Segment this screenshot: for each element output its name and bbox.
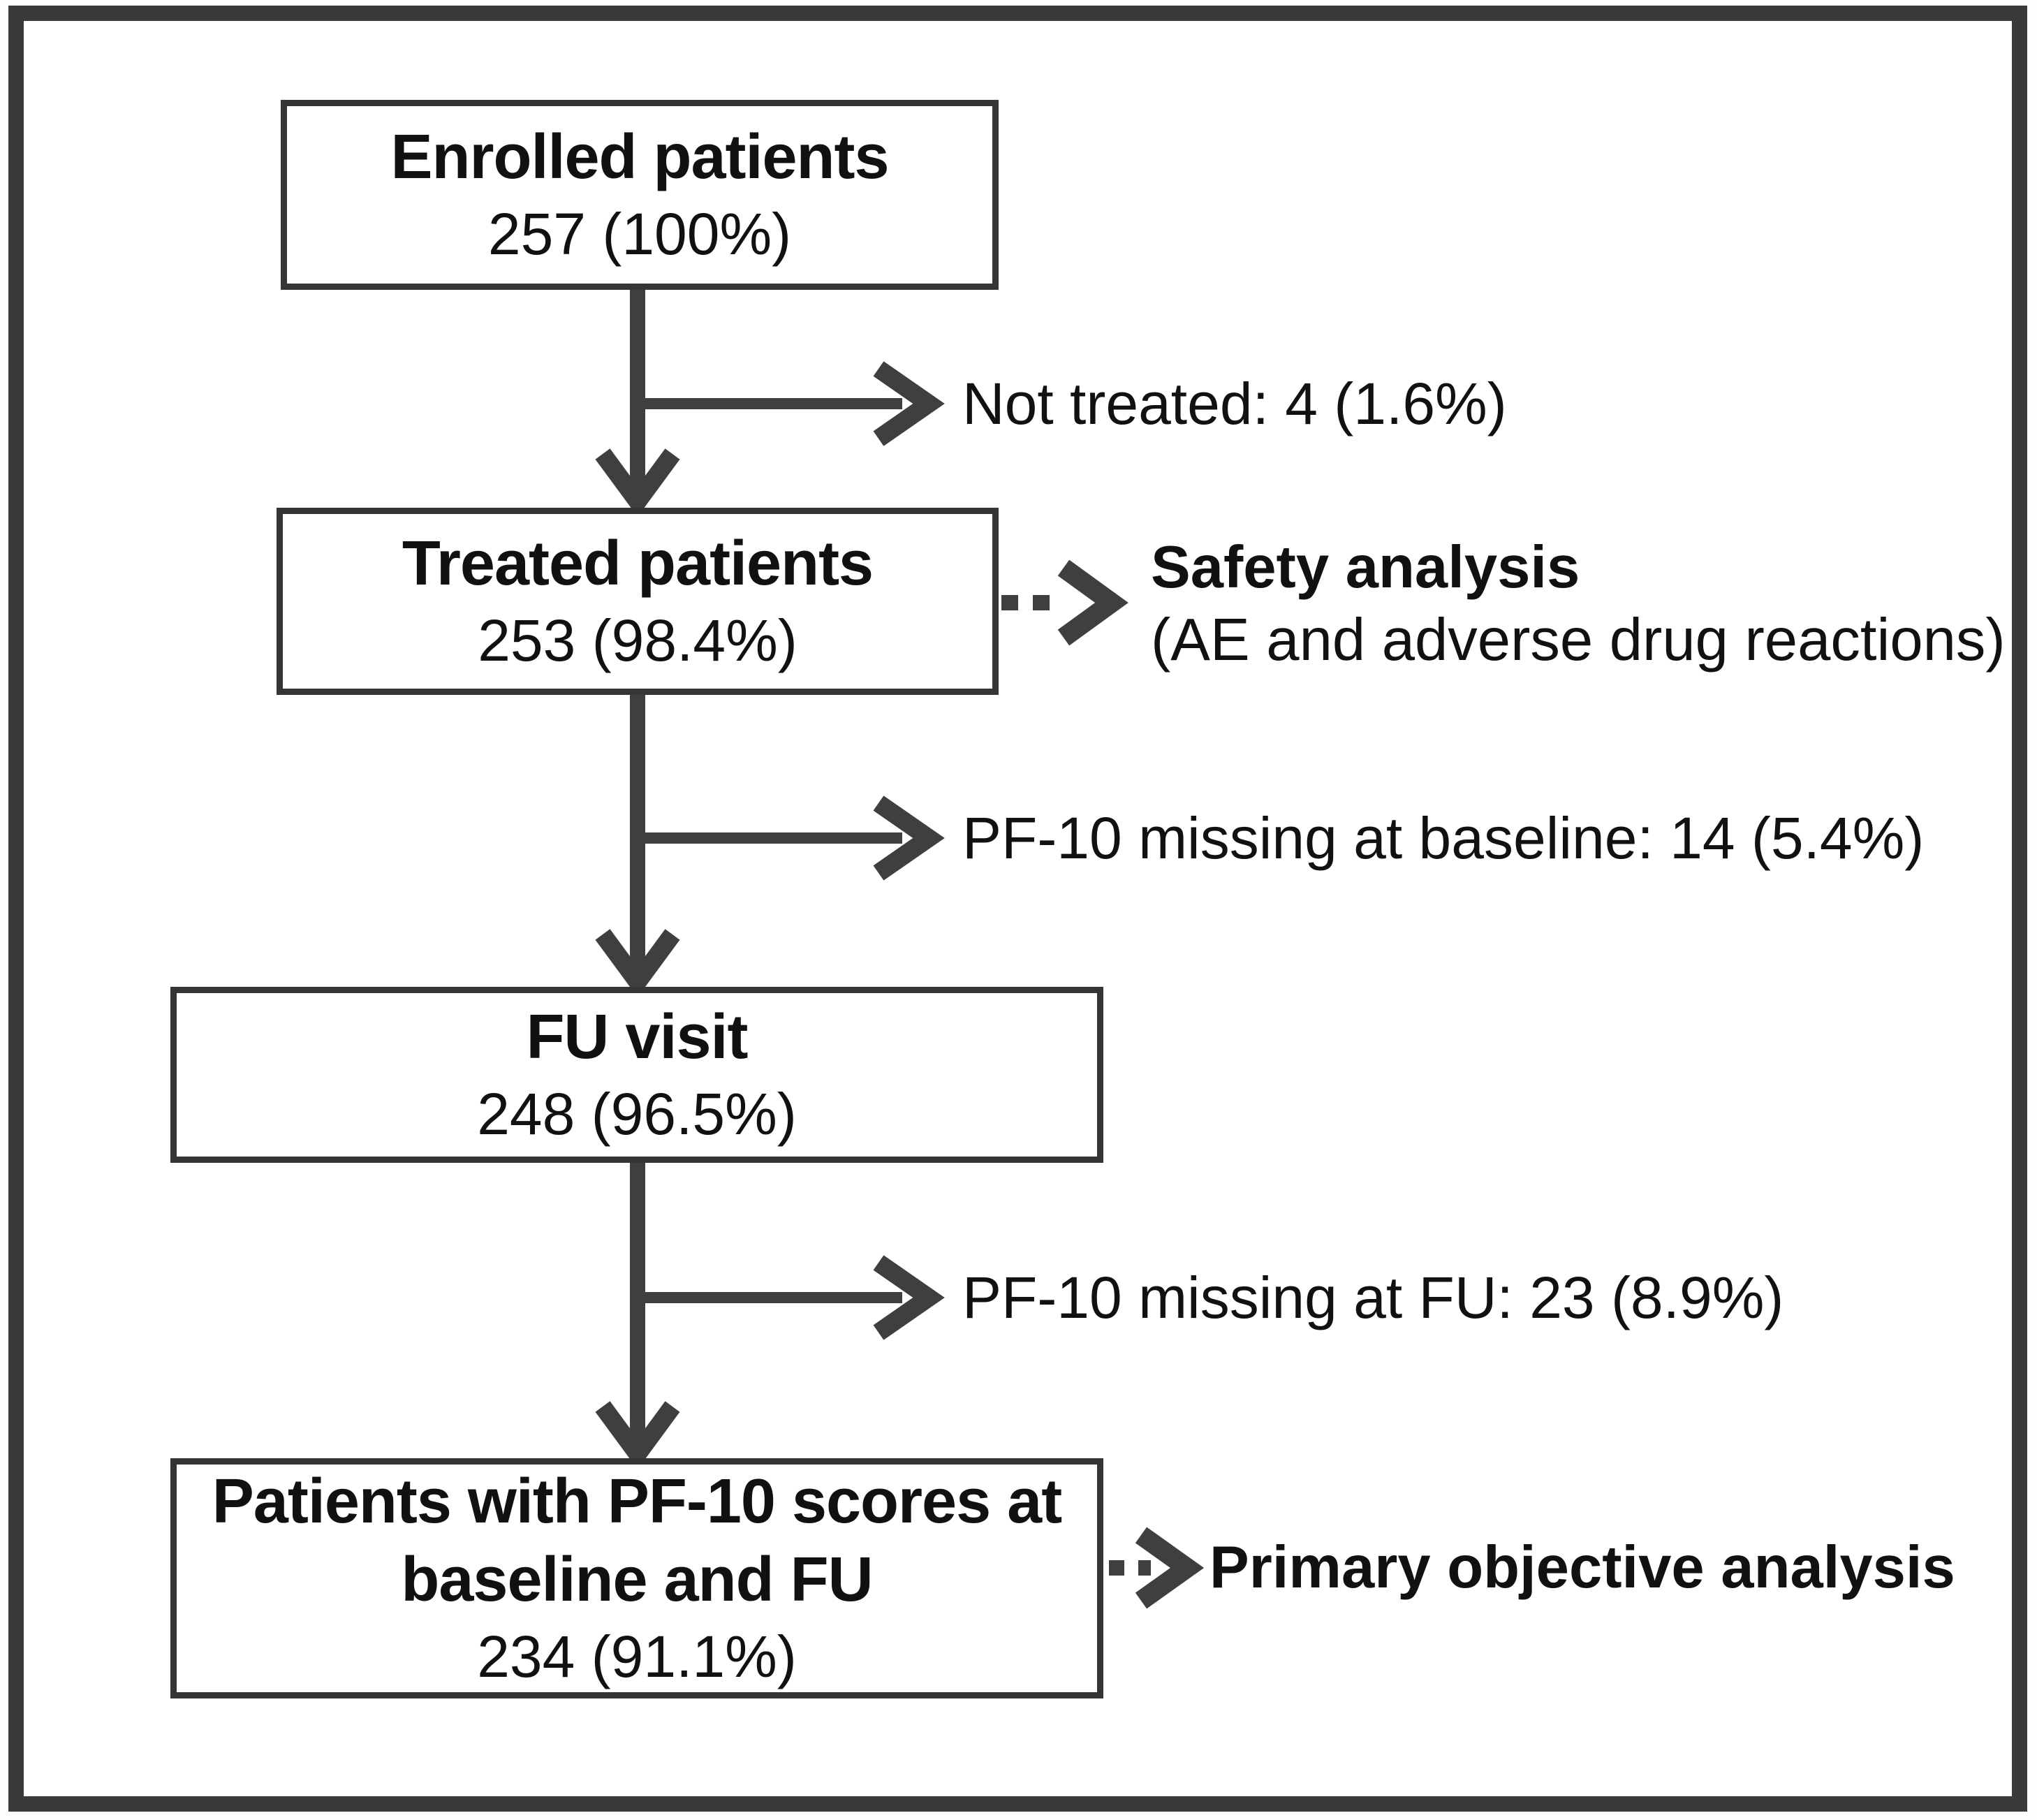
box-title: Patients with PF-10 scores at baseline a…: [212, 1467, 1062, 1615]
box-title: Enrolled patients: [390, 122, 889, 192]
annotation-subtitle: (AE and adverse drug reactions): [1151, 607, 2006, 673]
branch-label-not-treated: Not treated: 4 (1.6%): [962, 371, 1507, 436]
annotation-primary-objective: Primary objective analysis: [1209, 1532, 1955, 1604]
flow-box-treated-patients: Treated patients 253 (98.4%): [277, 508, 999, 695]
box-title: Treated patients: [402, 529, 874, 599]
branch-label-missing-fu: PF-10 missing at FU: 23 (8.9%): [962, 1265, 1784, 1330]
flow-box-pf10-scores: Patients with PF-10 scores at baseline a…: [170, 1458, 1103, 1698]
flow-box-enrolled-patients: Enrolled patients 257 (100%): [281, 100, 999, 290]
annotation-safety-analysis: Safety analysis (AE and adverse drug rea…: [1151, 531, 2006, 677]
box-title: FU visit: [526, 1002, 748, 1072]
flow-box-fu-visit: FU visit 248 (96.5%): [170, 987, 1103, 1163]
box-value: 234 (91.1%): [477, 1624, 797, 1689]
annotation-title: Safety analysis: [1151, 534, 1580, 601]
branch-label-missing-baseline: PF-10 missing at baseline: 14 (5.4%): [962, 805, 1925, 871]
box-value: 253 (98.4%): [478, 608, 797, 673]
box-value: 257 (100%): [487, 201, 792, 267]
annotation-title: Primary objective analysis: [1209, 1534, 1955, 1601]
box-value: 248 (96.5%): [477, 1081, 797, 1147]
